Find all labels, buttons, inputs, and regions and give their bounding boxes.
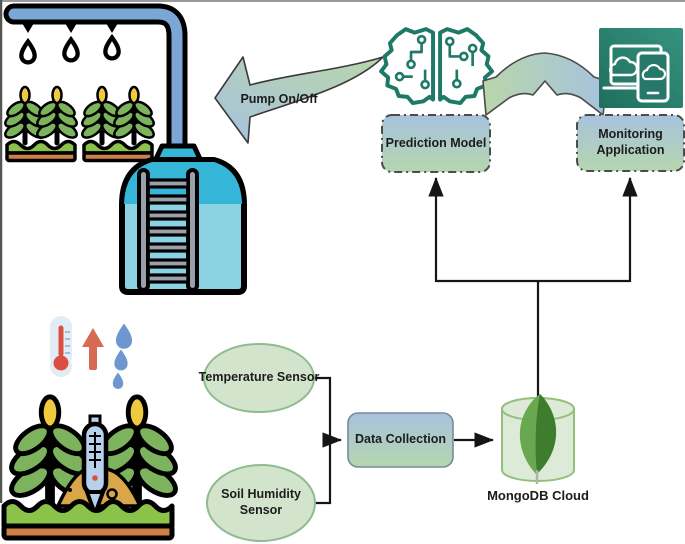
- monitoring-application-label: Monitoring Application: [596, 127, 665, 157]
- connector-lines: [314, 176, 638, 505]
- data-collection-box: [347, 412, 454, 468]
- plant-sensors-illustration: [1, 316, 180, 541]
- garden-bed-icon: [5, 139, 154, 163]
- mongodb-leaf-icon: [519, 394, 557, 484]
- crop-plants-icon: [3, 87, 156, 143]
- prediction-model-label: Prediction Model: [385, 135, 487, 150]
- soil-humidity-sensor-label: Soil Humidity Sensor: [221, 487, 301, 517]
- water-tank-icon: [119, 143, 247, 295]
- water-drop-icon: [21, 38, 118, 63]
- sync-arrows-icon: [482, 52, 608, 116]
- monitoring-devices-icon: [599, 28, 683, 108]
- ai-brain-circuit-icon: [379, 27, 494, 106]
- temperature-sensor-label: Temperature Sensor: [198, 370, 320, 385]
- water-drops-icon: [112, 323, 133, 389]
- thermometer-icon: [50, 316, 72, 377]
- monitoring-application-box: [576, 114, 685, 172]
- temperature-sensor-ellipse: [203, 343, 315, 413]
- sprinkler-pipe-icon: [3, 3, 188, 161]
- mongodb-cylinder-icon: [501, 394, 575, 484]
- prediction-model-box: [381, 114, 491, 173]
- sensor-merge-lines: [314, 376, 332, 505]
- soil-thermometer-icon: [81, 414, 109, 516]
- soil-humidity-sensor-ellipse: [206, 464, 316, 542]
- data-collection-label: Data Collection: [355, 432, 446, 447]
- mongodb-cloud-label: MongoDB Cloud: [487, 487, 589, 503]
- temperature-rise-arrow-icon: [82, 328, 104, 370]
- field-bed-icon: [1, 499, 175, 541]
- pump-arrow-label: Pump On/Off: [240, 92, 318, 107]
- ladder-icon: [137, 168, 199, 292]
- irrigation-illustration: [3, 3, 247, 295]
